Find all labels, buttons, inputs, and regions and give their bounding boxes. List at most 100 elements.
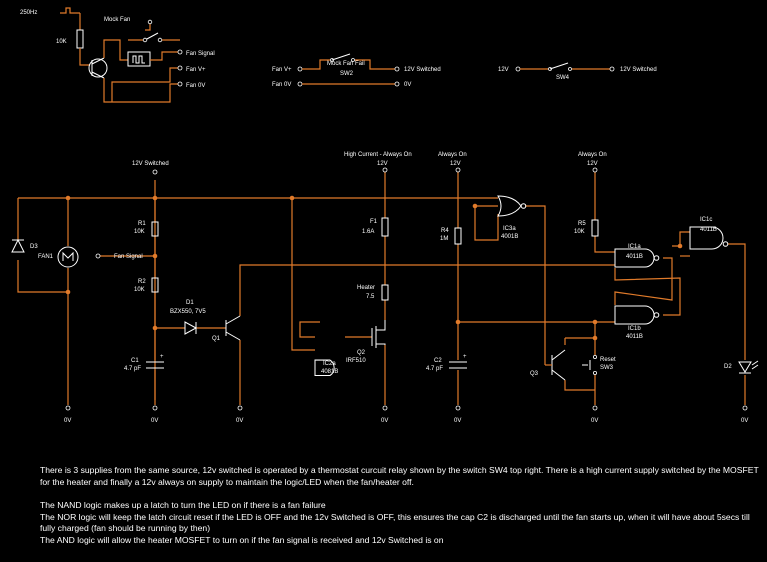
gnd-7: 0V xyxy=(741,418,748,424)
heater-resistor: Heater 7.5 xyxy=(357,284,389,301)
rail-always-on-2: Always On xyxy=(578,152,607,158)
gnd-6: 0V xyxy=(591,418,598,424)
fan-vplus-out: Fan V+ xyxy=(186,67,206,73)
ic1a-label: IC1a xyxy=(628,244,641,250)
fan-signal-out: Fan Signal xyxy=(186,51,215,57)
q3-label: Q3 xyxy=(530,371,539,377)
mosfet-q2: Q2 IRF510 xyxy=(346,320,386,364)
reset-label: Reset xyxy=(600,357,616,363)
c1-value: 4.7 pF xyxy=(124,366,141,372)
r4-value: 1M xyxy=(440,236,448,242)
led-d2: D2 xyxy=(724,360,759,374)
rail-always-on-1: Always On xyxy=(438,152,467,158)
sw2-in-vplus: Fan V+ xyxy=(272,67,292,73)
gnd-5: 0V xyxy=(454,418,461,424)
fan-signal-pin xyxy=(95,253,101,259)
reset-switch-sw3[interactable]: Reset SW3 xyxy=(582,354,616,375)
junction-dots xyxy=(65,195,683,341)
description-notes: There is 3 supplies from the same source… xyxy=(40,465,760,547)
rail-12v-b: 12V xyxy=(450,161,461,167)
rail-12v-a: 12V xyxy=(377,161,388,167)
ic2a-part: 4081B xyxy=(321,369,338,375)
c2-plus: + xyxy=(463,354,467,360)
and-input-wire xyxy=(299,321,320,338)
fan-signal-in: Fan Signal xyxy=(114,254,143,260)
f1-value: 1.6A xyxy=(362,229,374,235)
capacitor-c1: + C1 4.7 pF xyxy=(124,354,164,372)
sw2-label: SW2 xyxy=(340,71,354,77)
sw3-label: SW3 xyxy=(600,365,614,371)
resistor-r1: R1 10K xyxy=(134,221,159,237)
mock-fan-box xyxy=(127,51,151,67)
clock-label: 250Hz xyxy=(20,10,37,16)
mock-fan-circuit: 250Hz 10K Mock Fan Fan Signal Fan V+ Fan… xyxy=(20,7,215,103)
resistor-10k-top xyxy=(76,29,84,49)
zener-d1: D1 BZX550, 7V5 xyxy=(170,300,206,335)
sw2-out-0v: 0V xyxy=(404,82,411,88)
main-wiring xyxy=(17,170,746,405)
heater-label: Heater xyxy=(357,285,375,291)
c1-plus: + xyxy=(160,354,164,360)
note-nand: The NAND logic makes up a latch to turn … xyxy=(40,500,326,511)
note-supplies: There is 3 supplies from the same source… xyxy=(40,465,759,487)
resistor-r2: R2 10K xyxy=(134,277,159,293)
heater-value: 7.5 xyxy=(366,294,375,300)
ground-terminals: 0V 0V 0V 0V 0V 0V 0V xyxy=(64,292,748,424)
ic3a-part: 4001B xyxy=(501,234,518,240)
rail-12v-switched: 12V Switched xyxy=(132,161,169,167)
r2-value: 10K xyxy=(134,287,145,293)
ic1b-part: 4011B xyxy=(626,334,643,340)
gnd-4: 0V xyxy=(381,418,388,424)
r2-label: R2 xyxy=(138,279,146,285)
sw2-out-12v: 12V Switched xyxy=(404,67,441,73)
gnd-3: 0V xyxy=(236,418,243,424)
d1-label: D1 xyxy=(186,300,194,306)
rail-12v-c: 12V xyxy=(587,161,598,167)
and-gate-ic2a: IC2a 4081B xyxy=(314,359,338,377)
ic1a-part: 4011B xyxy=(626,254,643,260)
capacitor-c2: + C2 4.7 pF xyxy=(426,354,467,372)
gnd-2: 0V xyxy=(151,418,158,424)
r1-label: R1 xyxy=(138,221,146,227)
resistor-r5: R5 10K xyxy=(574,219,599,237)
d1-value: BZX550, 7V5 xyxy=(170,309,206,315)
ic3a-label: IC3a xyxy=(503,226,516,232)
ic1b-label: IC1b xyxy=(628,326,641,332)
sw4-circuit: 12V SW4 12V Switched xyxy=(498,62,657,81)
r1-value: 10K xyxy=(134,229,145,235)
nor-gate-ic3a: IC3a 4001B xyxy=(497,195,527,240)
ic2a-label: IC2a xyxy=(323,361,336,367)
sw2-title: Mock Fan Fail xyxy=(327,61,365,67)
f1-label: F1 xyxy=(370,219,378,225)
resistor-r4: R4 1M xyxy=(440,227,462,245)
fan-0v-out: Fan 0V xyxy=(186,83,205,89)
r5-value: 10K xyxy=(574,229,585,235)
nand-gate-ic1a: IC1a 4011B xyxy=(614,244,660,268)
d2-label: D2 xyxy=(724,364,732,370)
transistor-top xyxy=(88,57,108,79)
fan1-motor: FAN1 xyxy=(38,246,79,268)
nand-gate-ic1b: IC1b 4011B xyxy=(614,305,660,340)
ic1c-label: IC1c xyxy=(700,217,712,223)
q2-part: IRF510 xyxy=(346,358,366,364)
sw2-in-0v: Fan 0V xyxy=(272,82,291,88)
sw2-circuit: Fan V+ Fan 0V Mock Fan Fail SW2 12V Swit… xyxy=(272,53,441,88)
r10k-label: 10K xyxy=(56,39,67,45)
nand-gate-ic1c: IC1c 4011B xyxy=(689,217,729,250)
c2-label: C2 xyxy=(434,358,442,364)
d3-label: D3 xyxy=(30,244,38,250)
sw4-out: 12V Switched xyxy=(620,67,657,73)
transistor-q1: Q1 xyxy=(212,315,241,342)
diode-d3: D3 xyxy=(11,238,38,253)
q1-label: Q1 xyxy=(212,336,221,342)
r4-label: R4 xyxy=(441,228,449,234)
note-and: The AND logic will allow the heater MOSF… xyxy=(40,534,444,545)
rail-high-current: High Current - Always On xyxy=(344,152,412,158)
c2-value: 4.7 pF xyxy=(426,366,443,372)
note-nor: The NOR logic will keep the latch circui… xyxy=(40,511,750,534)
gnd-1: 0V xyxy=(64,418,71,424)
c1-label: C1 xyxy=(131,358,139,364)
transistor-q3: Q3 xyxy=(530,349,566,381)
mock-fan-title: Mock Fan xyxy=(104,17,130,23)
